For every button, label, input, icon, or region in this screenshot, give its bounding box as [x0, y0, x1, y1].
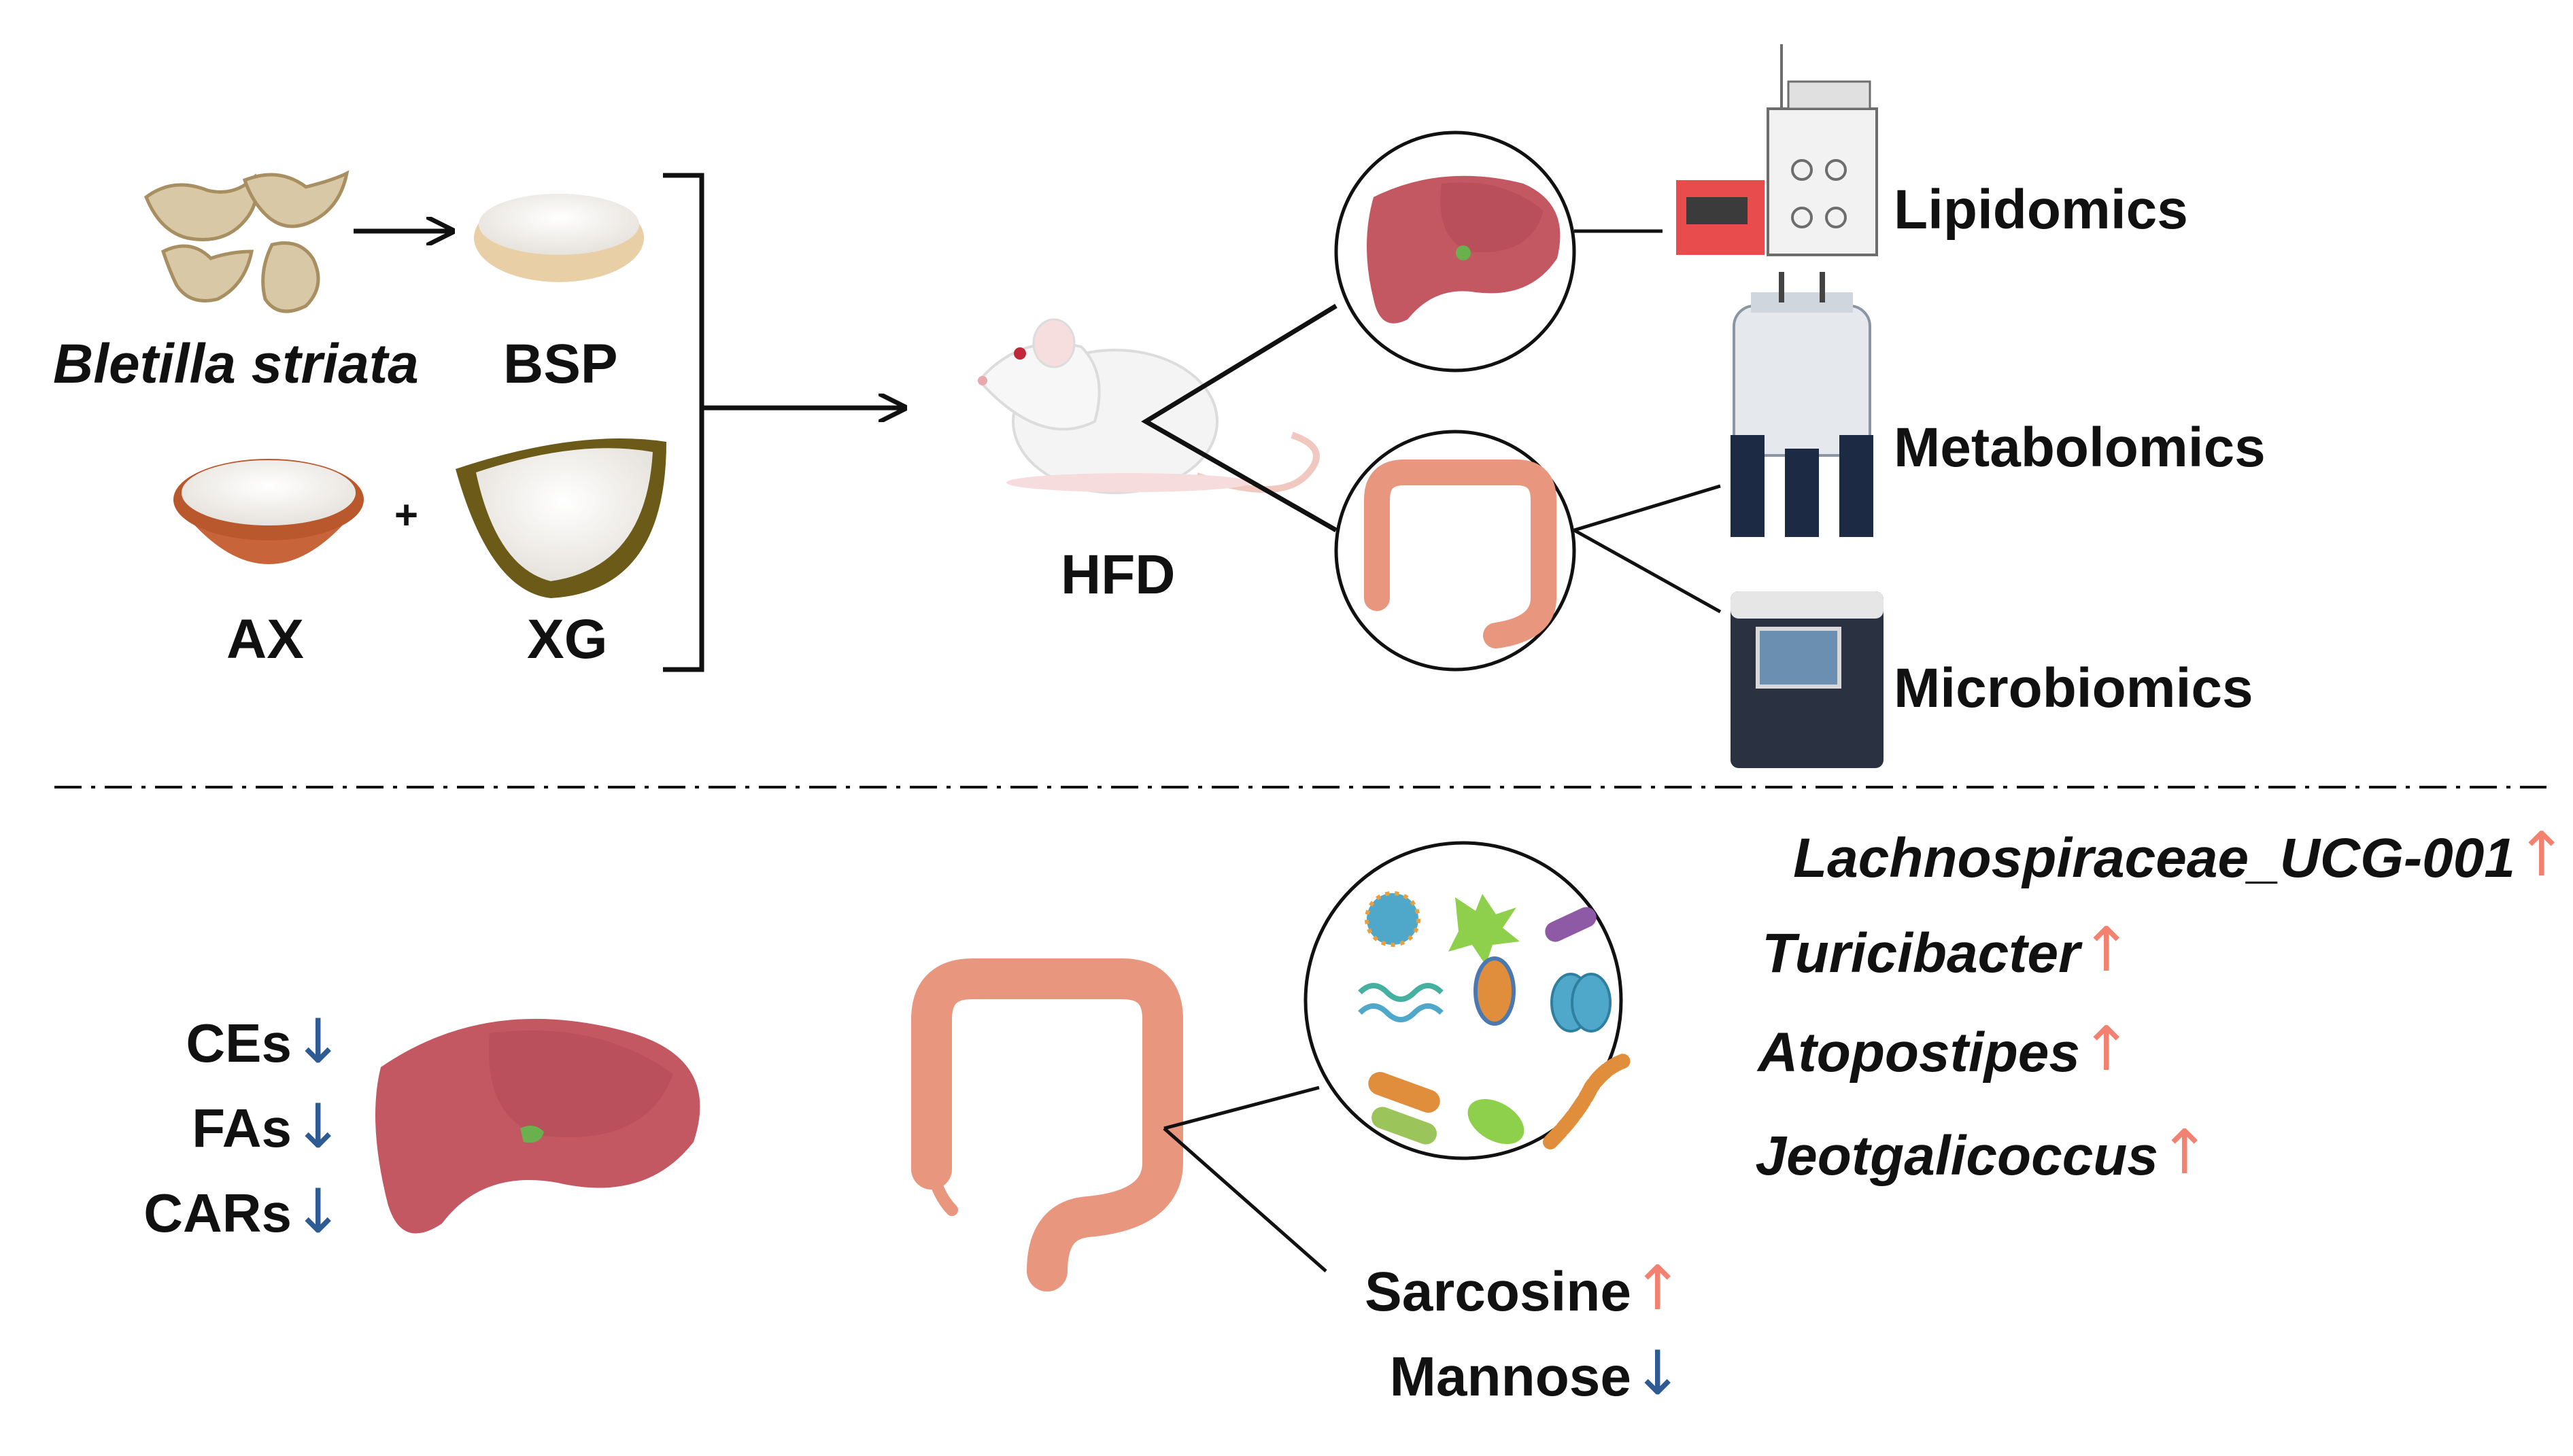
lipid-label: CARs — [143, 1183, 292, 1243]
lipidomics-label: Lipidomics — [1894, 179, 2188, 241]
trend-up-arrow: ↑ — [2081, 1013, 2132, 1085]
nmr-spectrometer-icon — [1731, 272, 1873, 537]
ax-powder-bowl-icon — [173, 459, 364, 564]
trend-down-arrow: ↓ — [292, 1091, 344, 1162]
colon-icon — [1364, 460, 1556, 648]
bletilla-label: Bletilla striata — [53, 333, 419, 395]
trend-up-arrow: ↑ — [2159, 1117, 2211, 1188]
lipid-label: FAs — [192, 1098, 292, 1158]
bacteria-label: Turicibacter — [1762, 922, 2080, 984]
input-bracket — [663, 173, 904, 672]
rat-branch-lines — [1141, 304, 1337, 533]
omics-lines — [1573, 229, 1722, 614]
sequencer-icon — [1731, 591, 1884, 768]
plus-label: + — [394, 492, 419, 538]
bletilla-tuber-icon — [143, 170, 350, 313]
colon-icon — [911, 958, 1183, 1292]
bacteria-label: Atopostipes — [1758, 1022, 2080, 1084]
hfd-label: HFD — [1061, 544, 1176, 606]
lc-ms-instrument-icon — [1676, 44, 1878, 256]
bacteria-label: Jeotgalicoccus — [1755, 1125, 2158, 1187]
colon-circle — [1334, 430, 1576, 672]
xg-powder-leaf-icon — [456, 438, 666, 598]
trend-down-arrow: ↓ — [1632, 1338, 1684, 1409]
trend-up-arrow: ↑ — [1632, 1253, 1684, 1324]
xg-label: XG — [527, 608, 608, 670]
rat-icon — [977, 318, 1320, 494]
bsp-powder-bowl-icon — [474, 194, 644, 282]
ax-label: AX — [226, 608, 304, 670]
trend-down-arrow: ↓ — [292, 1176, 344, 1247]
lipid-label: CEs — [186, 1013, 292, 1073]
metabolite-label: Mannose — [1389, 1346, 1631, 1408]
bacteria-icon — [1358, 891, 1633, 1149]
trend-up-arrow: ↑ — [2081, 914, 2132, 986]
liver-icon — [375, 1018, 700, 1234]
bsp-label: BSP — [503, 333, 618, 395]
bacteria-label: Lachnospiraceae_UCG-001 — [1793, 827, 2515, 889]
trend-up-arrow: ↑ — [2516, 819, 2568, 890]
metabolomics-label: Metabolomics — [1894, 417, 2266, 479]
liver-icon — [1367, 175, 1561, 324]
colon-result-lines — [1163, 1086, 1327, 1272]
trend-down-arrow: ↓ — [292, 1006, 344, 1077]
metabolite-label: Sarcosine — [1365, 1261, 1631, 1323]
microbiomics-label: Microbiomics — [1894, 657, 2253, 719]
